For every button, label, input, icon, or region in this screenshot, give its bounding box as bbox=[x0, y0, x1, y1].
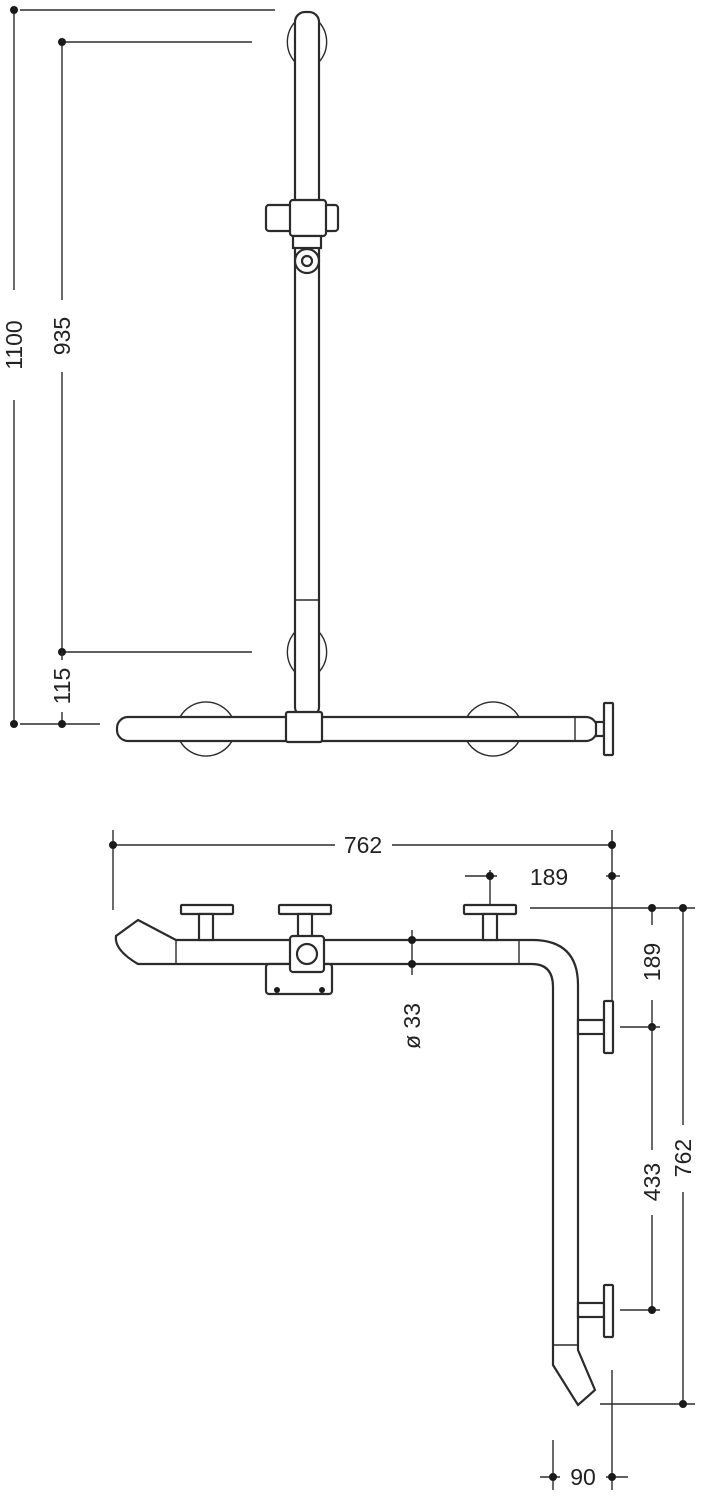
dimension-189-side: 189 bbox=[639, 904, 665, 1031]
dim-label-189-side: 189 bbox=[639, 943, 665, 981]
shower-head-holder bbox=[264, 198, 340, 275]
plan-shower-holder bbox=[264, 934, 334, 996]
plan-view: 762 189 189 433 bbox=[109, 830, 696, 1490]
dim-label-115: 115 bbox=[49, 668, 75, 705]
left-bar-rosette bbox=[179, 701, 233, 757]
plan-side-flange-1 bbox=[576, 999, 615, 1055]
right-bar-rosette bbox=[466, 701, 520, 757]
dimension-90: 90 bbox=[540, 1370, 628, 1490]
dim-label-762-width: 762 bbox=[344, 832, 382, 858]
dimension-935: 935 bbox=[49, 38, 75, 656]
dimension-433: 433 bbox=[620, 1026, 665, 1314]
dimension-115: 115 bbox=[49, 652, 75, 728]
dimension-1100: 1100 bbox=[1, 6, 27, 728]
dimension-762-depth: 762 bbox=[670, 904, 696, 1408]
dim-label-1100: 1100 bbox=[1, 320, 27, 369]
vertical-riser-pipe bbox=[293, 10, 321, 719]
dimension-diameter-33: ø 33 bbox=[399, 930, 425, 1049]
dimension-189-top: 189 bbox=[465, 864, 620, 905]
dim-label-433: 433 bbox=[639, 1163, 665, 1201]
plan-side-flange-2 bbox=[576, 1283, 615, 1339]
plan-top-flange-1 bbox=[179, 903, 235, 942]
dim-label-762-depth: 762 bbox=[670, 1139, 696, 1177]
dim-label-diameter-33: ø 33 bbox=[399, 1003, 425, 1049]
upper-wall-rosette bbox=[286, 21, 328, 63]
dim-label-90: 90 bbox=[570, 1464, 596, 1490]
t-connector bbox=[284, 710, 324, 744]
front-view: 1100 935 115 bbox=[1, 6, 615, 757]
dim-label-935: 935 bbox=[49, 317, 75, 355]
end-wall-flange bbox=[594, 701, 615, 757]
dim-label-189-top: 189 bbox=[530, 864, 568, 890]
lower-wall-rosette bbox=[286, 631, 328, 673]
plan-horizontal-tube bbox=[114, 918, 597, 1407]
plan-top-flange-3 bbox=[462, 903, 518, 942]
plan-top-flange-2 bbox=[277, 903, 333, 942]
horizontal-grab-bar bbox=[115, 715, 599, 743]
dimension-762-width: 762 bbox=[109, 830, 616, 1000]
